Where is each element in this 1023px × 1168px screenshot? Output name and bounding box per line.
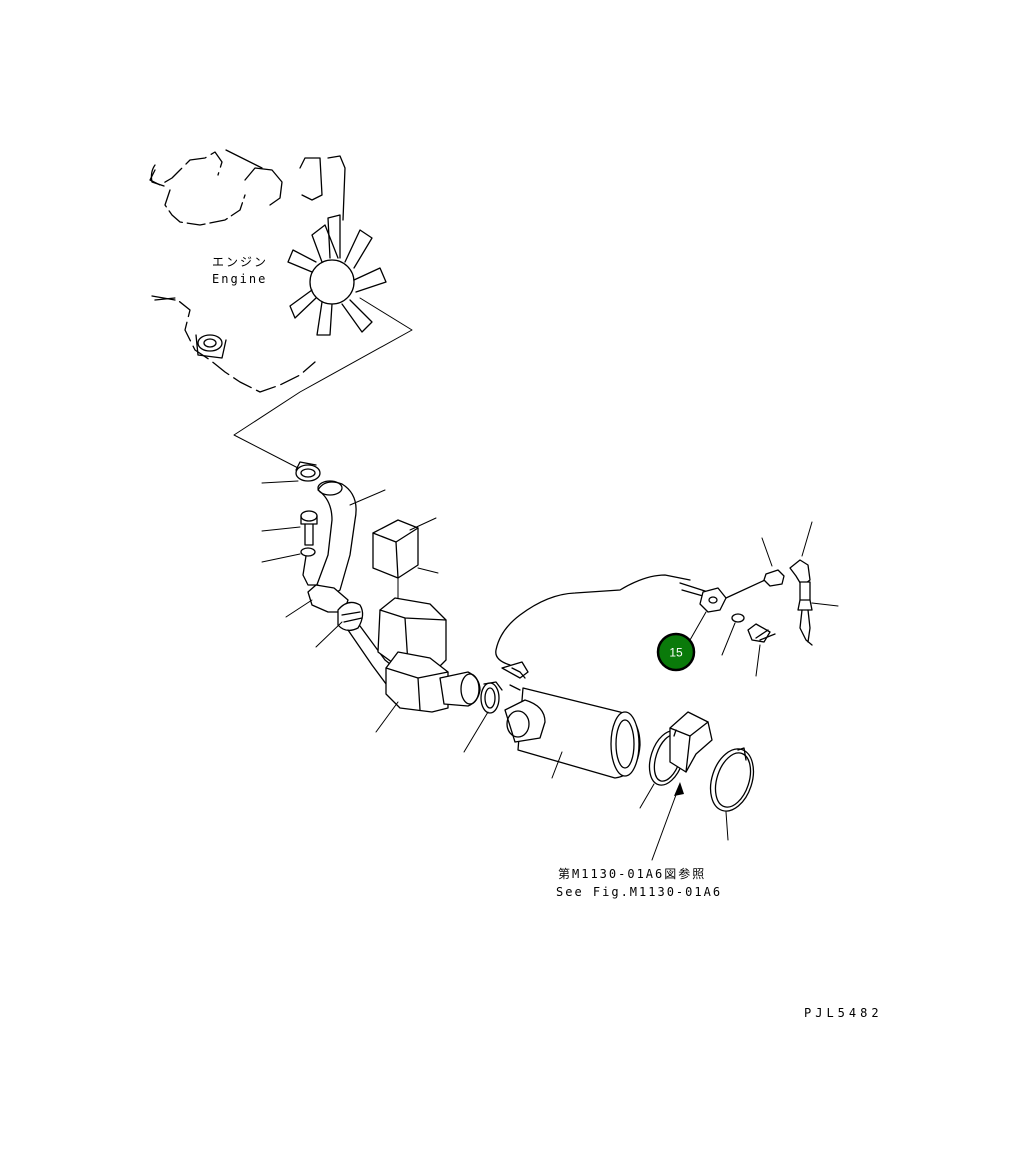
nut <box>763 569 785 587</box>
callout-badge[interactable]: 15 <box>656 632 696 672</box>
fan <box>287 214 387 336</box>
pressure-switch <box>797 581 813 646</box>
callout-leader <box>689 611 707 641</box>
indicator-box <box>372 519 419 579</box>
dust-indicator <box>679 579 766 613</box>
callout-number: 15 <box>669 646 683 660</box>
hose-clamp-mid <box>337 601 364 632</box>
precleaner-housing <box>377 597 449 713</box>
engine-label-jp: エンジン <box>212 255 268 269</box>
leader-line <box>551 751 563 779</box>
bolt-lower <box>747 623 776 643</box>
leader-line <box>755 644 761 677</box>
mounting-bracket <box>669 711 713 773</box>
hose-connector <box>501 661 529 679</box>
group-bracket-line <box>233 297 413 469</box>
leader-line <box>315 621 343 648</box>
hose-clamp-top <box>295 461 321 482</box>
leader-line <box>261 553 301 563</box>
reference-arrow-line <box>651 783 681 861</box>
leader-line <box>639 783 655 809</box>
air-filter-canister <box>504 684 641 779</box>
leader-line <box>725 811 729 841</box>
bolt <box>300 510 318 546</box>
reference-arrow-head <box>674 782 684 796</box>
leader-line <box>349 489 386 506</box>
leader-line <box>261 480 299 484</box>
hose-clamp-filter <box>480 681 503 714</box>
leader-line <box>811 602 839 607</box>
intake-hose <box>314 480 357 601</box>
leader-line <box>417 567 439 574</box>
leader-line <box>761 537 773 567</box>
leader-line <box>285 599 313 618</box>
leader-line <box>801 521 813 557</box>
leader-line <box>463 711 489 753</box>
outlet-pipe <box>439 671 481 707</box>
washer <box>300 547 316 557</box>
leader-line <box>721 622 736 656</box>
reference-label-jp: 第M1130-01A6図参照 <box>558 866 706 881</box>
engine-outline <box>149 149 346 393</box>
leader-line <box>409 517 437 531</box>
elbow-fitting <box>789 559 811 587</box>
washer-small <box>731 613 745 623</box>
wire <box>302 555 319 586</box>
leader-line <box>261 526 301 532</box>
band-clamp-2 <box>709 747 755 812</box>
engine-label-en: Engine <box>212 272 267 286</box>
drawing-number: PJL5482 <box>804 1006 883 1020</box>
reference-label-en: See Fig.M1130-01A6 <box>556 885 722 899</box>
leader-line <box>375 701 399 733</box>
